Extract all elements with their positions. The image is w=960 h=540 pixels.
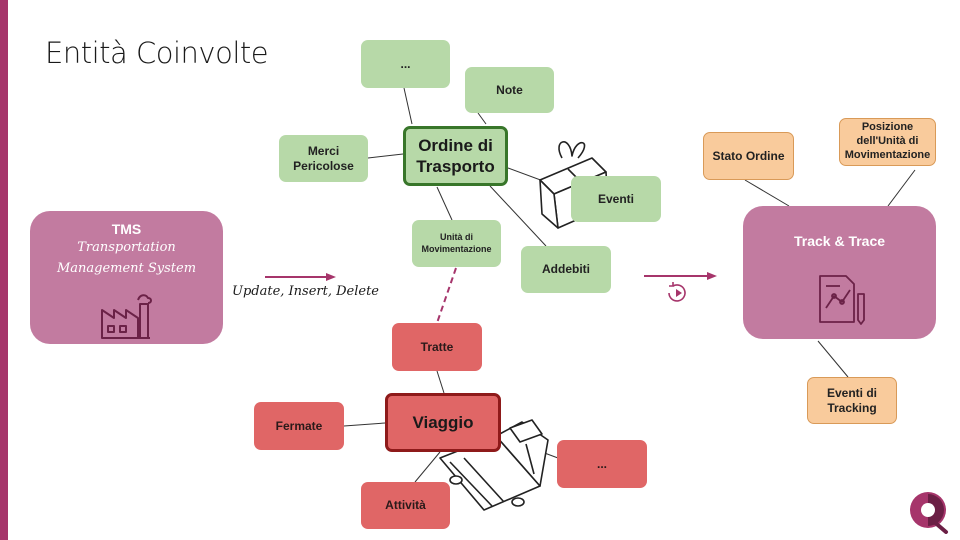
ordine-dots-box: ... <box>361 40 450 88</box>
eventi-tracking-line2: Tracking <box>827 400 877 415</box>
viaggio-dots-box: ... <box>557 440 647 488</box>
ordine-trasporto-box: Ordine di Trasporto <box>403 126 508 186</box>
stato-ordine-box: Stato Ordine <box>703 132 794 180</box>
ordine-label-line1: Ordine di <box>418 135 493 155</box>
posizione-label-line1: Posizione <box>861 121 914 134</box>
accent-bar <box>0 0 8 540</box>
ordine-label-line2: Trasporto <box>416 157 495 176</box>
tms-box: TMS Transportation Management System <box>30 211 223 344</box>
unita-label-line1: Unità di <box>440 232 473 243</box>
tms-subtitle-line2: Management System <box>56 261 197 276</box>
tratte-box: Tratte <box>392 323 482 371</box>
track-trace-title: Track & Trace <box>793 233 886 249</box>
truck-icon <box>439 419 549 511</box>
unita-label-line2: Movimentazione <box>421 243 492 254</box>
tms-title: TMS <box>111 221 142 237</box>
refresh-play-icon <box>668 282 686 302</box>
note-box: Note <box>465 67 554 113</box>
merci-label-line2: Pericolose <box>293 158 354 173</box>
posizione-label-line2: dell'Unità di <box>856 135 919 148</box>
eventi-tracking-box: Eventi di Tracking <box>807 377 897 424</box>
tms-subtitle-line1: Transportation <box>77 240 176 255</box>
q-logo-icon <box>910 492 948 534</box>
page-title: Entità Coinvolte <box>45 36 269 70</box>
merci-label-line1: Merci <box>307 143 340 158</box>
posizione-box: Posizione dell'Unità di Movimentazione <box>839 118 936 166</box>
addebiti-box: Addebiti <box>521 246 611 293</box>
viaggio-box: Viaggio <box>385 393 501 452</box>
eventi-box: Eventi <box>571 176 661 222</box>
fermate-box: Fermate <box>254 402 344 450</box>
factory-icon <box>101 294 152 339</box>
posizione-label-line3: Movimentazione <box>844 148 931 161</box>
arrow-caption: Update, Insert, Delete <box>232 284 379 299</box>
track-trace-box: Track & Trace <box>743 206 936 339</box>
merci-pericolose-box: Merci Pericolose <box>279 135 368 182</box>
attivita-box: Attività <box>361 482 450 529</box>
unita-movimentazione-box: Unità di Movimentazione <box>412 220 501 267</box>
analytics-document-icon <box>819 275 865 325</box>
eventi-tracking-line1: Eventi di <box>826 385 877 400</box>
